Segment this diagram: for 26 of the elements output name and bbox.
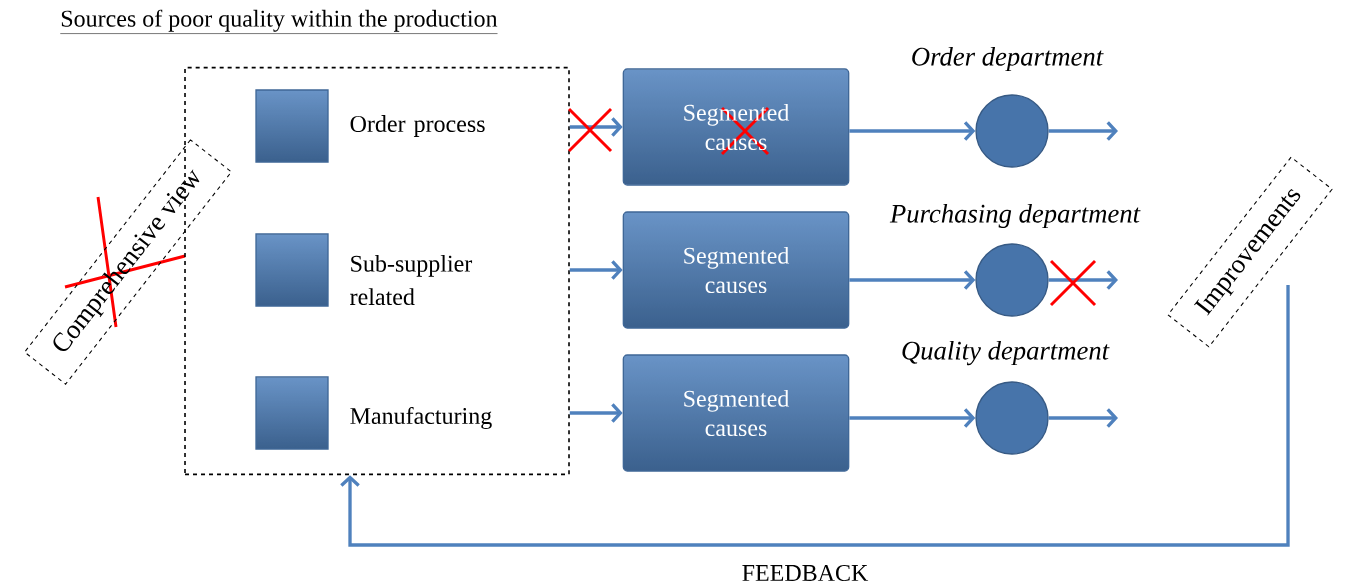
item-label: Order process — [350, 115, 485, 137]
edge-label: FEEDBACK — [742, 564, 869, 582]
title: Sources of poor quality within the production — [60, 9, 498, 34]
department-label: Quality department — [902, 340, 1110, 366]
arrow — [340, 285, 1290, 547]
arrow — [849, 270, 976, 290]
item-label: Sub-supplier related — [350, 254, 473, 306]
square — [255, 89, 329, 163]
circle — [975, 243, 1049, 317]
arrow — [849, 408, 976, 428]
circle — [975, 381, 1049, 455]
square — [255, 233, 329, 307]
circle — [975, 94, 1049, 168]
arrow — [569, 117, 623, 137]
arrow — [849, 121, 976, 141]
department-label: Purchasing department — [889, 203, 1141, 229]
square — [255, 376, 329, 450]
scroll-box: Segmented causes — [622, 211, 850, 329]
arrow — [569, 260, 623, 280]
scroll-box: Segmented causes — [622, 354, 850, 472]
arrow — [569, 403, 623, 423]
item-label: Manufacturing — [350, 406, 492, 430]
arrow — [1048, 408, 1118, 428]
arrow — [1048, 270, 1118, 290]
arrow — [1048, 121, 1118, 141]
department-label: Order department — [912, 46, 1104, 72]
